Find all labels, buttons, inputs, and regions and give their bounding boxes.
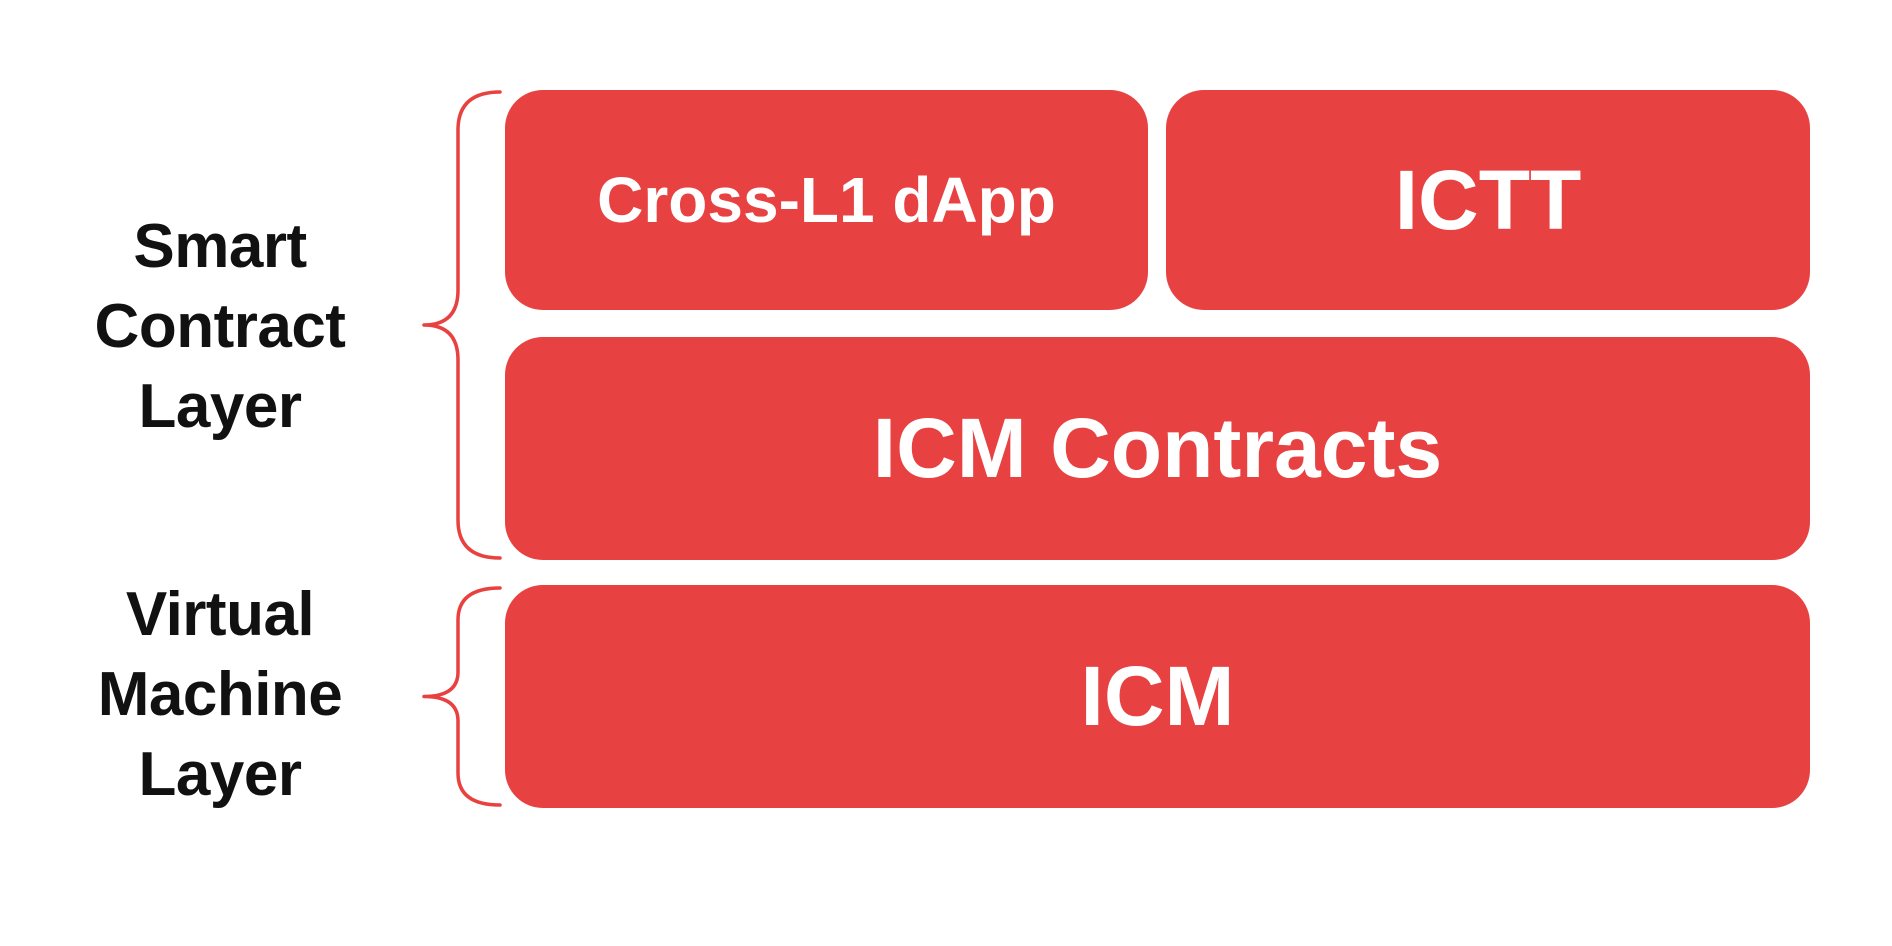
block-label-icm: ICM [1080, 649, 1235, 743]
layer-label-line: Contract [94, 292, 346, 361]
block-label-ictt: ICTT [1394, 152, 1582, 247]
block-label-icm-contracts: ICM Contracts [872, 401, 1443, 495]
block-label-cross-l1-dapp: Cross-L1 dApp [597, 164, 1056, 236]
layer-label-line: Layer [138, 740, 302, 809]
block-icm-contracts: ICM Contracts [505, 337, 1810, 560]
layer-label-line: Smart [133, 212, 307, 281]
layer-label-line: Layer [138, 372, 302, 441]
layer-label-line: Machine [97, 660, 343, 729]
layer-label-line: Virtual [125, 580, 315, 649]
curly-brace-virtual-machine-icon [422, 586, 502, 807]
layer-label-smart-contract: Smart Contract Layer [40, 207, 400, 447]
layer-label-virtual-machine: Virtual Machine Layer [40, 575, 400, 815]
block-ictt: ICTT [1166, 90, 1810, 310]
block-cross-l1-dapp: Cross-L1 dApp [505, 90, 1148, 310]
block-icm: ICM [505, 585, 1810, 808]
curly-brace-smart-contract-icon [422, 90, 502, 560]
